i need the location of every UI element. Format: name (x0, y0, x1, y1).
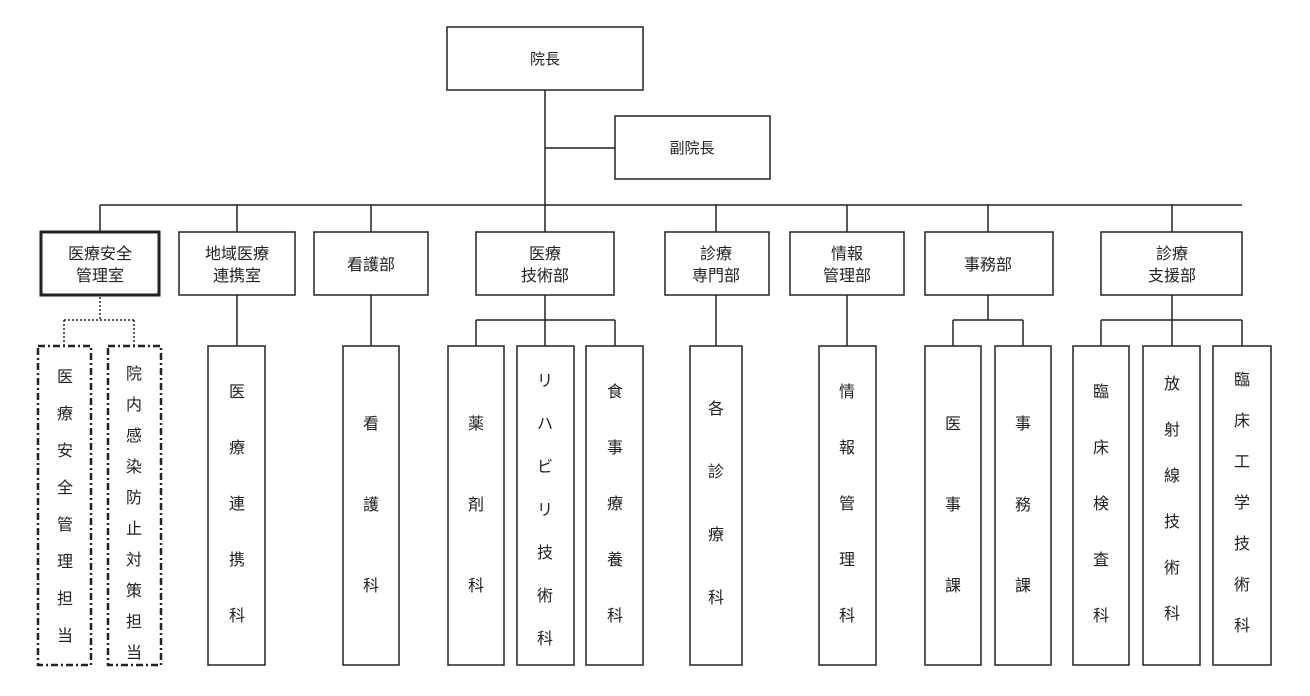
unit-box-clinical-depts (689, 345, 743, 666)
unit-label-clinical-engineering: 臨床工学技術科 (1234, 370, 1250, 635)
dotted-connector (63, 297, 135, 346)
dept-label-info-1: 情報 (831, 244, 863, 263)
dept-label-safety-1: 医療安全 (68, 244, 132, 263)
director-box (446, 26, 644, 91)
dept-label-regional-1: 地域医療 (205, 244, 269, 263)
dept-label-support-2: 支援部 (1148, 266, 1196, 285)
dept-label-safety-2: 管理室 (76, 266, 124, 285)
dept-box-safety (39, 230, 161, 297)
connector-lines (99, 90, 1243, 346)
vice-director-label: 副院長 (669, 139, 714, 157)
dept-label-clinical-1: 診療 (700, 244, 732, 263)
unit-label-general-affairs: 事務課 (1015, 414, 1031, 595)
dept-label-nursing-1: 看護部 (347, 255, 395, 274)
dept-label-admin-1: 事務部 (964, 255, 1012, 274)
unit-label-clinical-depts: 各診療科 (708, 399, 724, 607)
unit-label-pharmacy: 薬剤科 (468, 414, 484, 595)
dept-label-medtech-2: 技術部 (521, 266, 569, 285)
dept-box-regional (178, 231, 296, 296)
dept-label-clinical-2: 専門部 (692, 266, 740, 285)
unit-box-info-mgmt (818, 345, 877, 666)
unit-box-general-affairs (994, 345, 1052, 666)
dept-box-clinical (664, 231, 770, 296)
dept-box-medtech (475, 231, 615, 296)
unit-box-medical-affairs (924, 345, 982, 666)
dept-label-medtech-1: 医療 (529, 244, 561, 263)
role-box-infection-control (106, 344, 163, 667)
unit-label-nutrition: 食事療養科 (607, 382, 623, 625)
unit-box-rehabilitation (516, 345, 575, 666)
dept-label-regional-2: 連携室 (213, 266, 261, 285)
unit-box-clinical-engineering (1212, 345, 1272, 666)
unit-box-regional-liaison (207, 345, 266, 666)
dept-box-info (789, 231, 905, 296)
unit-label-nursing: 看護科 (363, 414, 379, 595)
dept-label-support-1: 診療 (1156, 244, 1188, 263)
unit-box-pharmacy (447, 345, 505, 666)
unit-box-nutrition (585, 345, 644, 666)
dept-box-support (1100, 231, 1243, 296)
role-label-infection-control: 院内感染防止対策担当 (126, 364, 142, 662)
unit-label-regional-liaison: 医療連携科 (229, 382, 245, 625)
dept-box-nursing (313, 231, 429, 296)
director-label: 院長 (530, 50, 560, 68)
unit-box-radiology (1142, 345, 1201, 666)
unit-box-nursing (342, 345, 400, 666)
unit-label-medical-affairs: 医事課 (945, 414, 961, 595)
dept-box-admin (924, 231, 1054, 296)
unit-label-info-mgmt: 情報管理科 (839, 382, 855, 625)
vice-director-box (614, 115, 771, 180)
unit-box-lab-testing (1072, 345, 1130, 666)
unit-label-radiology: 放射線技術科 (1164, 374, 1180, 623)
dept-label-info-2: 管理部 (823, 266, 871, 285)
unit-label-rehabilitation: リハビリ技術科 (537, 371, 553, 648)
role-box-safety-manager (36, 344, 93, 667)
role-label-safety-manager: 医療安全管理担当 (57, 367, 73, 645)
unit-label-lab-testing: 臨床検査科 (1093, 382, 1109, 625)
